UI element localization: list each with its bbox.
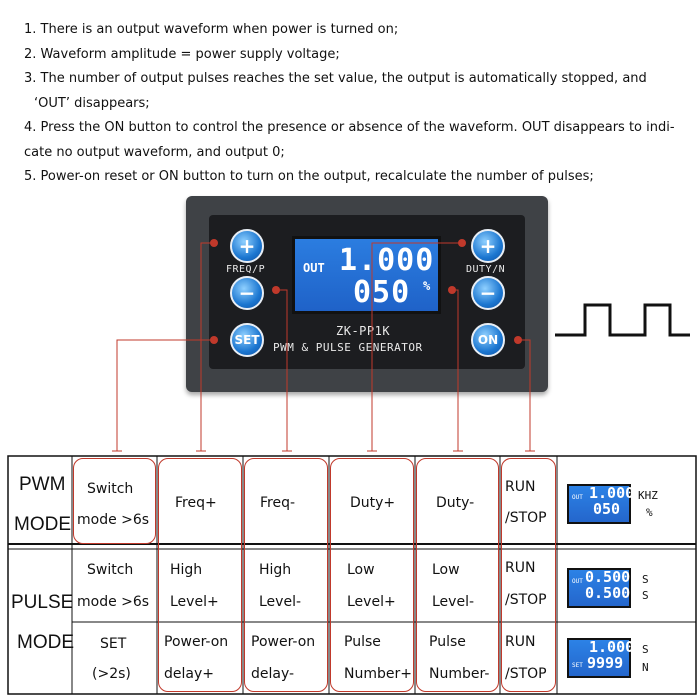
pulse2-mini-tag: SET — [572, 662, 583, 669]
note-2: 2. Waveform amplitude = power supply vol… — [24, 46, 340, 62]
pulse1-c1a: Switch — [87, 562, 134, 578]
pwm-unit2: % — [646, 506, 653, 519]
pwm-mini-l1: 1.000 — [589, 484, 635, 502]
pwm-stop: /STOP — [505, 510, 547, 526]
highlight-col6 — [501, 458, 556, 692]
pulse-mode-line2: MODE — [17, 632, 74, 653]
pulse2-c4b: Number+ — [344, 666, 412, 682]
note-4: 4. Press the ON button to control the pr… — [24, 120, 675, 135]
freq-minus-button[interactable]: − — [230, 276, 264, 310]
pwm-freq-minus: Freq- — [260, 495, 296, 511]
note-3-cont: ‘OUT’ disappears; — [34, 95, 150, 111]
pwm-c1b: mode >6s — [77, 512, 150, 528]
lcd-out: OUT — [303, 261, 325, 275]
pulse2-c5a: Pulse — [429, 634, 466, 650]
pwm-mode-line1: PWM — [19, 474, 66, 495]
note-1: 1. There is an output waveform when powe… — [24, 22, 399, 37]
pulse2-c5b: Number- — [429, 666, 490, 682]
pwm-mini-tag: OUT — [572, 494, 583, 501]
pulse1-mini-lcd: OUT 0.500 0.500 — [567, 568, 631, 608]
subtitle-label: PWM & PULSE GENERATOR — [273, 341, 423, 354]
pulse2-mini-l2: 9999 — [587, 654, 624, 672]
pwm-mini-l2: 050 — [593, 500, 621, 518]
device-lcd: OUT 1.000 050 % — [292, 236, 441, 314]
on-button[interactable]: ON — [471, 323, 505, 357]
pwm-unit1: KHZ — [638, 489, 658, 502]
pulse2-c2a: Power-on — [164, 634, 229, 650]
pulse1-run: RUN — [505, 560, 536, 576]
freq-label: FREQ/P — [226, 264, 266, 275]
pulse1-c5b: Level- — [432, 594, 475, 610]
pulse1-mini-tag: OUT — [572, 578, 583, 585]
pulse1-c3b: Level- — [259, 594, 302, 610]
note-3: 3. The number of output pulses reaches t… — [24, 71, 647, 86]
pulse2-c1b: (>2s) — [92, 666, 131, 682]
pulse2-c2b: delay+ — [164, 666, 214, 682]
highlight-col5 — [416, 458, 499, 692]
pwm-duty-minus: Duty- — [436, 495, 475, 511]
highlight-col3 — [244, 458, 328, 692]
pulse1-c1b: mode >6s — [77, 594, 150, 610]
lcd-unit: % — [423, 279, 431, 293]
pulse1-c5a: Low — [432, 562, 460, 578]
pulse2-c3a: Power-on — [251, 634, 316, 650]
pulse1-c2a: High — [170, 562, 203, 578]
highlight-col4 — [330, 458, 414, 692]
freq-plus-button[interactable]: + — [230, 229, 264, 263]
pwm-mini-lcd: OUT 1.000 050 — [567, 484, 635, 524]
set-button[interactable]: SET — [230, 323, 264, 357]
pulse1-stop: /STOP — [505, 592, 547, 608]
note-5: 5. Power-on reset or ON button to turn o… — [24, 169, 594, 184]
pulse-mode-line1: PULSE — [11, 592, 74, 613]
pulse2-run: RUN — [505, 634, 536, 650]
pulse1-unit1: S — [642, 573, 649, 586]
pulse1-unit2: S — [642, 589, 649, 602]
pulse2-unit2: N — [642, 661, 649, 674]
instruction-notes: 1. There is an output waveform when powe… — [24, 18, 694, 190]
lcd-line2: 050 — [353, 275, 411, 310]
pulse2-unit1: S — [642, 643, 649, 656]
pulse2-c3b: delay- — [251, 666, 295, 682]
pulse1-mini-l2: 0.500 — [585, 584, 631, 602]
pulse1-c3a: High — [259, 562, 292, 578]
pwm-mode-line2: MODE — [14, 514, 71, 535]
pwm-freq-plus: Freq+ — [175, 495, 217, 511]
pulse2-mini-l1: 1.000 — [589, 638, 635, 656]
highlight-col1-pwm — [73, 458, 156, 544]
duty-plus-button[interactable]: + — [471, 229, 505, 263]
note-4-cont: cate no output waveform, and output 0; — [24, 144, 285, 160]
pulse2-c1a: SET — [100, 636, 127, 652]
square-wave-icon — [555, 303, 690, 337]
pwm-run: RUN — [505, 479, 536, 495]
pwm-duty-plus: Duty+ — [350, 495, 396, 511]
duty-minus-button[interactable]: − — [471, 276, 505, 310]
pulse1-c4b: Level+ — [347, 594, 396, 610]
pulse1-c4a: Low — [347, 562, 375, 578]
pulse1-c2b: Level+ — [170, 594, 219, 610]
pulse1-mini-l1: 0.500 — [585, 568, 631, 586]
lcd-line1: 1.000 — [339, 243, 435, 278]
model-label: ZK-PP1K — [336, 324, 391, 338]
pulse2-stop: /STOP — [505, 666, 547, 682]
duty-label: DUTY/N — [466, 264, 506, 275]
pwm-c1a: Switch — [87, 481, 134, 497]
highlight-col2 — [158, 458, 242, 692]
pulse2-mini-lcd: SET 1.000 9999 — [567, 638, 635, 678]
pulse2-c4a: Pulse — [344, 634, 381, 650]
